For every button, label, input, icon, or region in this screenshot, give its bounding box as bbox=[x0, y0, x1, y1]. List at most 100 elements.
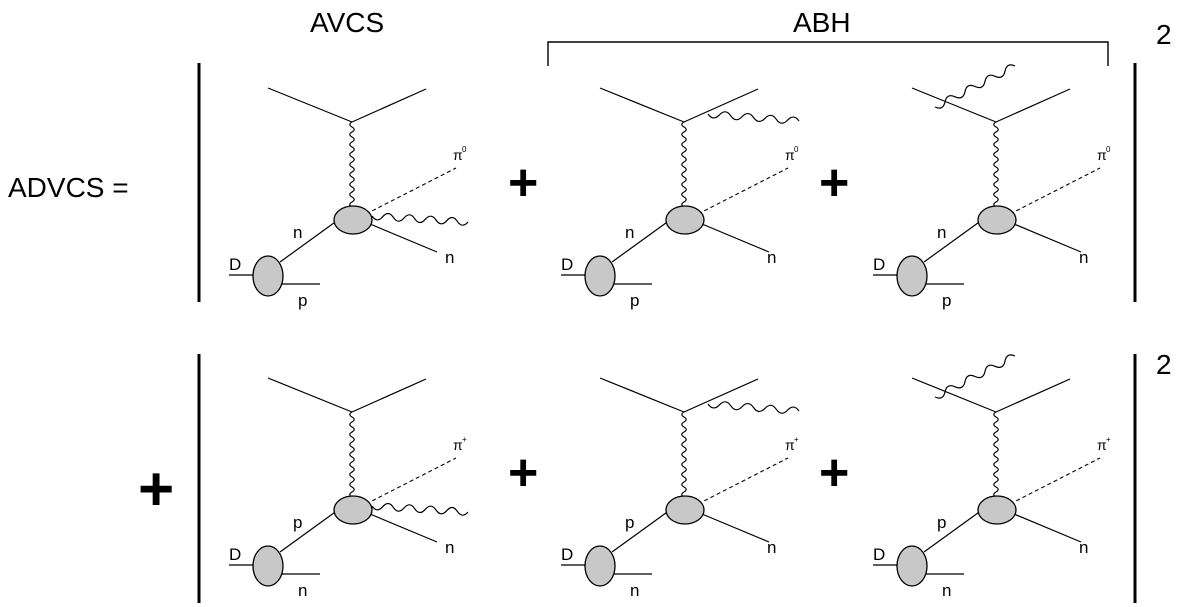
r2c3-virtual-photon bbox=[993, 411, 999, 503]
r2c3-outgoing-electron-line bbox=[995, 378, 1071, 413]
plus-sign-row1-b: + bbox=[819, 154, 849, 212]
r1c3-inner-nucleon-line bbox=[923, 219, 983, 263]
r2c3-inner-nucleon-label: p bbox=[937, 513, 946, 532]
r1c1-pion-label: π bbox=[453, 147, 463, 163]
r2c1-real-photon bbox=[371, 502, 469, 516]
r1c1-final-nucleon-line bbox=[369, 223, 438, 253]
r2c2-incoming-electron-line bbox=[599, 377, 685, 413]
r2c1-deuteron-vertex-blob bbox=[252, 545, 284, 587]
r1c2-deuteron-label: D bbox=[561, 255, 573, 274]
r1c2-inner-nucleon-label: n bbox=[625, 223, 634, 242]
r1c3-deuteron-vertex-blob bbox=[896, 255, 928, 297]
r2c1-pion-line bbox=[365, 457, 457, 505]
r2c2-spectator-label: n bbox=[630, 581, 639, 600]
r1c3-spectator-label: p bbox=[942, 291, 951, 310]
r2c2-pion-charge-label: + bbox=[794, 435, 799, 444]
r1c1-virtual-photon bbox=[349, 121, 355, 213]
r1c1-inner-nucleon-line bbox=[279, 219, 339, 263]
plus-sign-row2-a: + bbox=[508, 444, 538, 502]
r2c1-final-nucleon-label: n bbox=[445, 538, 454, 557]
r2c2-pion-label: π bbox=[785, 437, 795, 453]
r1c2-pion-line bbox=[697, 167, 789, 215]
r1c1-hadronic-vertex-blob bbox=[333, 205, 373, 235]
r1c2-pion-label: π bbox=[785, 147, 795, 163]
r2c2-deuteron-label: D bbox=[561, 545, 573, 564]
r2c2-virtual-photon bbox=[681, 411, 687, 503]
r2c2-final-nucleon-line bbox=[701, 513, 770, 543]
r2c2-pion-line bbox=[697, 457, 789, 505]
plus-sign-row2-b: + bbox=[819, 444, 849, 502]
r2c1-deuteron-label: D bbox=[229, 545, 241, 564]
abh-bracket bbox=[547, 41, 1109, 66]
r1c1-spectator-label: p bbox=[298, 291, 307, 310]
r1c1-pion-line bbox=[365, 167, 457, 215]
r1c3-virtual-photon bbox=[993, 121, 999, 213]
r1c1-deuteron-label: D bbox=[229, 255, 241, 274]
r2c1-outgoing-electron-line bbox=[351, 378, 427, 413]
r1c3-hadronic-vertex-blob bbox=[977, 205, 1017, 235]
r1c1-outgoing-electron-line bbox=[351, 88, 427, 123]
r2c1-spectator-label: n bbox=[298, 581, 307, 600]
abh-label: ABH bbox=[793, 7, 851, 38]
r2c2-hadronic-vertex-blob bbox=[665, 495, 705, 525]
r1c2-incoming-electron-line bbox=[599, 87, 685, 123]
r1c1-deuteron-vertex-blob bbox=[252, 255, 284, 297]
r1c2-real-photon bbox=[707, 111, 800, 124]
r1c2-inner-nucleon-line bbox=[611, 219, 671, 263]
r2c3-pion-charge-label: + bbox=[1106, 435, 1111, 444]
plus-sign-row2-lead: + bbox=[138, 455, 174, 524]
r2c2-final-nucleon-label: n bbox=[767, 538, 776, 557]
r2c1-virtual-photon bbox=[349, 411, 355, 503]
plus-sign-row1-a: + bbox=[508, 154, 538, 212]
r1c3-inner-nucleon-label: n bbox=[937, 223, 946, 242]
r1c3-final-nucleon-line bbox=[1013, 223, 1082, 253]
r1c3-pion-line bbox=[1009, 167, 1101, 215]
row1-exponent: 2 bbox=[1156, 19, 1172, 50]
r1c1-inner-nucleon-label: n bbox=[293, 223, 302, 242]
row2-exponent: 2 bbox=[1156, 349, 1172, 380]
r1c3-incoming-electron-line bbox=[911, 87, 997, 123]
r1c3-pion-label: π bbox=[1097, 147, 1107, 163]
r2c3-pion-line bbox=[1009, 457, 1101, 505]
r2c2-deuteron-vertex-blob bbox=[584, 545, 616, 587]
r1c2-outgoing-electron-line bbox=[683, 88, 759, 123]
r2c3-pion-label: π bbox=[1097, 437, 1107, 453]
diagram-r2c3-group: Dp n n π+ bbox=[873, 354, 1111, 600]
r1c3-real-photon bbox=[934, 64, 1016, 109]
r2c3-deuteron-vertex-blob bbox=[896, 545, 928, 587]
r1c1-incoming-electron-line bbox=[267, 87, 353, 123]
r2c3-inner-nucleon-line bbox=[923, 509, 983, 553]
advcs-label: ADVCS = bbox=[8, 172, 129, 203]
r2c3-deuteron-label: D bbox=[873, 545, 885, 564]
r1c1-final-nucleon-label: n bbox=[445, 248, 454, 267]
r2c3-spectator-label: n bbox=[942, 581, 951, 600]
r1c3-final-nucleon-label: n bbox=[1079, 248, 1088, 267]
r2c1-incoming-electron-line bbox=[267, 377, 353, 413]
r1c2-virtual-photon bbox=[681, 121, 687, 213]
r2c3-real-photon bbox=[934, 354, 1016, 399]
r1c3-pion-charge-label: 0 bbox=[1106, 145, 1111, 154]
r1c2-hadronic-vertex-blob bbox=[665, 205, 705, 235]
r2c1-pion-charge-label: + bbox=[462, 435, 467, 444]
r1c2-spectator-label: p bbox=[630, 291, 639, 310]
r1c2-final-nucleon-line bbox=[701, 223, 770, 253]
r1c1-pion-charge-label: 0 bbox=[462, 145, 467, 154]
r2c3-hadronic-vertex-blob bbox=[977, 495, 1017, 525]
r2c3-incoming-electron-line bbox=[911, 377, 997, 413]
r2c1-inner-nucleon-line bbox=[279, 509, 339, 553]
r1c3-outgoing-electron-line bbox=[995, 88, 1071, 123]
r1c2-pion-charge-label: 0 bbox=[794, 145, 799, 154]
r1c1-real-photon bbox=[371, 212, 469, 226]
r2c3-final-nucleon-label: n bbox=[1079, 538, 1088, 557]
avcs-label: AVCS bbox=[310, 7, 384, 38]
r2c3-final-nucleon-line bbox=[1013, 513, 1082, 543]
r2c1-inner-nucleon-label: p bbox=[293, 513, 302, 532]
r2c2-real-photon bbox=[707, 401, 800, 414]
